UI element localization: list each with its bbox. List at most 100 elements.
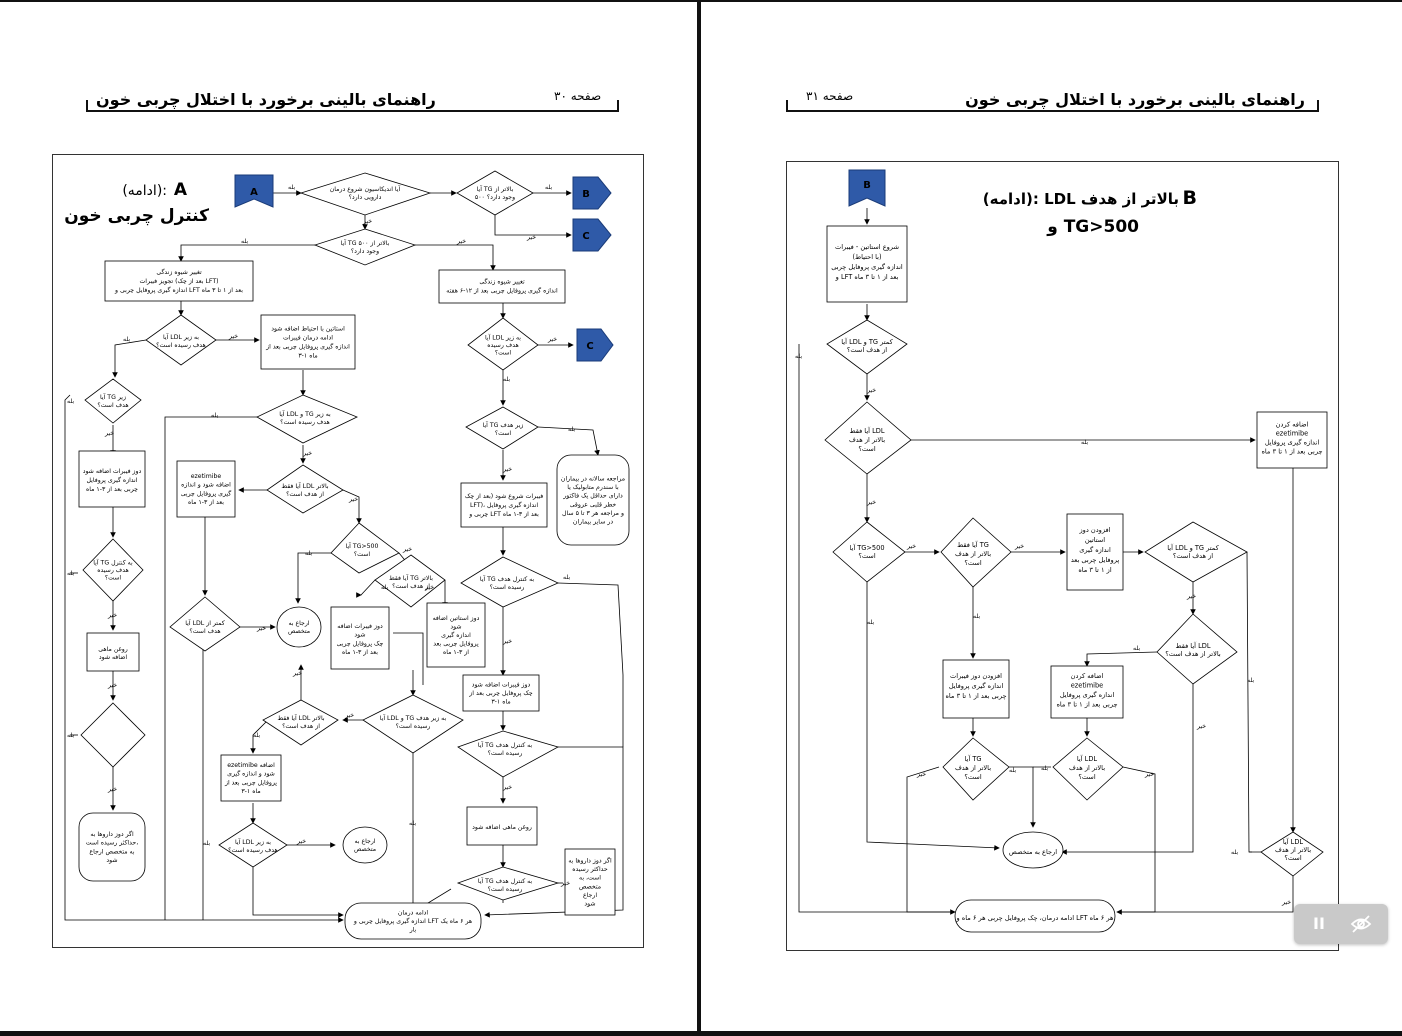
d-tg-over-500-top-text: ۵۰۰ وجود دارد؟ [475, 194, 515, 201]
d-ldl-tg-less-2-text: آیا LDL و TG کمتر [1167, 543, 1219, 552]
d-tg-over-500-mid-text: آیا TG بالاتر از ۵۰۰ [341, 238, 390, 247]
b-add-ezetimibe-mid-text: اضافه کردن [1071, 672, 1104, 680]
left-page-number: صفحه ۳۰ [554, 89, 602, 103]
d-ldl-over-goal-right-text: آیا LDL [1283, 837, 1304, 846]
d-only-ldl-over-text: بالاتر از هدف [849, 436, 885, 444]
b-if-max-dose-right-text: اگر دوز داروها به [568, 857, 612, 865]
b-start-statin-text: شروع استاتین - فیبرات [835, 243, 899, 251]
diamond-tg-control-goal-bottom [80, 702, 146, 768]
right-page-header: راهنمای بالینی برخورد با اختلال چربی خون… [786, 89, 1319, 112]
connector-b-right-label: B [863, 180, 871, 191]
b-if-max-dose-right-text: متخصص [579, 883, 601, 890]
b-ezetimibe-2-text: ezetimibe اضافه [227, 762, 275, 769]
b-ezetimibe-1-text: ezetimibe [191, 473, 222, 480]
box-start-fibrate [460, 482, 548, 528]
edge-label-yes: بله [67, 570, 74, 577]
d-tg-only-over-text: از هدف است؟ [392, 583, 430, 590]
diamond-tg-only-over [374, 554, 446, 608]
d-tg-only-over-2-text: از هدف است؟ [282, 723, 320, 730]
b-ezetimibe-1-text: گیری پروفایل چربی [181, 489, 232, 497]
d-ldl-goal-left-text: هدف رسیده است؟ [156, 342, 206, 349]
edge-label-no: خیر [107, 786, 117, 793]
b-lifestyle-fibrate-text: تجویز فیبرات (بعد از چک LFT) [139, 278, 218, 285]
b-add-statin-text: اندازه گیری پروفایل چربی بعد از [265, 343, 350, 351]
circle-refer-1 [276, 606, 322, 648]
box-increase-fibrate-3 [462, 674, 540, 712]
edge-label-yes: بله [1041, 765, 1048, 772]
edge-label-yes: بله [305, 550, 312, 557]
hide-controls-button[interactable] [1348, 912, 1374, 936]
c-refer-2-text: متخصص [354, 846, 376, 853]
d-ldl-goal-left-text: آیا LDL به زیر [163, 332, 199, 341]
d-ldl-tg-goal-text: هدف رسیده است؟ [280, 419, 330, 426]
circle-refer-right [1002, 831, 1064, 869]
b-start-fibrate-text: چربی و LFT بعد از ۳-۱ ماه [468, 511, 539, 518]
connector-a-label: A [250, 187, 258, 198]
edge-label-no: خیر [906, 543, 916, 550]
edge-label-no: خیر [1196, 723, 1206, 730]
top-border [0, 0, 1402, 2]
diamond-ldl-goal-bottom [218, 822, 288, 868]
edge-label-no: خیر [107, 682, 117, 689]
edge-label-no: خیر [526, 234, 536, 241]
d-tg-control-3-text: رسیده است؟ [488, 886, 523, 893]
b-start-statin-text: (با احتیاط) [852, 253, 881, 261]
b-continue-text: اندازه گیری پروفایل چربی و LFT هر ۶ ماه … [353, 917, 472, 925]
d-ldl-tg-goal-text: آیا LDL و TG به زیر [279, 409, 331, 418]
d-tg-over-goal-text: است؟ [964, 773, 981, 781]
d-ldl-over-goal-right-text: بالاتر از هدف [1275, 846, 1311, 854]
box-ezetimibe-1 [176, 460, 236, 518]
d-tg500-text: آیا TG>500 [849, 543, 884, 552]
box-continue-right [954, 899, 1116, 933]
b-add-ezetimibe-mid-text: چربی بعد از ۱ تا ۳ ماه [1056, 700, 1117, 708]
d-tg500-text: است؟ [858, 552, 875, 560]
b-increase-fibrate-text: اندازه گیری پروفایل [949, 682, 1004, 690]
connector-a: A [234, 174, 274, 208]
b-add-ezetimibe-top-text: اضافه کردن [1276, 421, 1309, 429]
edge-label-no: خیر [424, 584, 434, 591]
d-tg-goal-right-text: آیا TG زیر هدف [483, 420, 524, 429]
c-refer-text: ارجاع به متخصص [1009, 848, 1057, 856]
left-section-letter: A [174, 180, 188, 200]
diamond-indication [299, 172, 432, 216]
d-only-tg-over-text: بالاتر از هدف [955, 550, 991, 558]
d-tg-over-500-top-text: آیا TG بالاتر از [477, 184, 514, 193]
box-increase-fibrate-2 [330, 606, 390, 670]
d-only-tg-over-text: آیا فقط TG [957, 540, 989, 549]
edge-label-no: خیر [866, 387, 876, 394]
d-tg500-text: آیا TG>500 [346, 541, 379, 550]
b-increase-fibrate-2-text: شود [354, 632, 365, 639]
left-section-title-1: (ادامه): [122, 183, 167, 199]
b-add-ezetimibe-top-text: اندازه گیری پروفایل [1265, 439, 1320, 447]
connector-c-top: C [572, 218, 612, 252]
d-tg-over-goal-text: بالاتر از هدف [955, 764, 991, 772]
box-continue [344, 902, 482, 940]
edge-label-no: خیر [916, 771, 926, 778]
d-tg-control-1-text: آیا TG به کنترل هدف [480, 574, 535, 583]
b-review-patients-text: و مراجعه هر ۳ تا ۵ سال [562, 510, 624, 517]
b-if-max-dose-left-text: به متخصص ارجاع [89, 848, 134, 855]
connector-c-mid-label: C [586, 341, 593, 352]
diamond-tg-goal-right [465, 406, 539, 450]
diamond-tg-control-1 [460, 556, 559, 608]
pause-button[interactable]: II [1306, 912, 1332, 936]
d-ldl-tg-less-2-text: از هدف است؟ [1173, 552, 1213, 560]
d-ldl-tg-goal-2-text: آیا LDL و TG به زیر هدف [380, 713, 447, 722]
b-review-patients-text: دارای حداقل یک فاکتور [562, 493, 623, 500]
box-fish-oil-left [86, 632, 140, 672]
edge-label-yes: بله [563, 574, 570, 581]
edge-label-no: خیر [302, 450, 312, 457]
d-only-ldl-over-2-text: بالاتر از هدف است؟ [1165, 650, 1221, 658]
d-tg-control-2-text: آیا TG به کنترل هدف [478, 740, 533, 749]
diamond-tg500-top [456, 170, 534, 216]
playback-controls: II [1294, 904, 1388, 944]
right-section-title-2: و TG>500 [1046, 217, 1139, 237]
b-increase-fibrate-3-text: ۳-۱ ماه [491, 699, 510, 706]
edge-label-yes: بله [288, 184, 295, 191]
d-tg-goal-far-left-text: هدف است؟ [97, 402, 128, 409]
edge-label-yes: بله [867, 619, 874, 626]
d-only-ldl-over-text: آیا فقط LDL بالاتر [281, 481, 328, 490]
b-start-fibrate-text: LFT)، اندازه گیری پروفایل [470, 501, 538, 509]
b-ezetimibe-2-text: ۳-۱ ماه [241, 788, 260, 795]
edge-label-yes: بله [1231, 849, 1238, 856]
